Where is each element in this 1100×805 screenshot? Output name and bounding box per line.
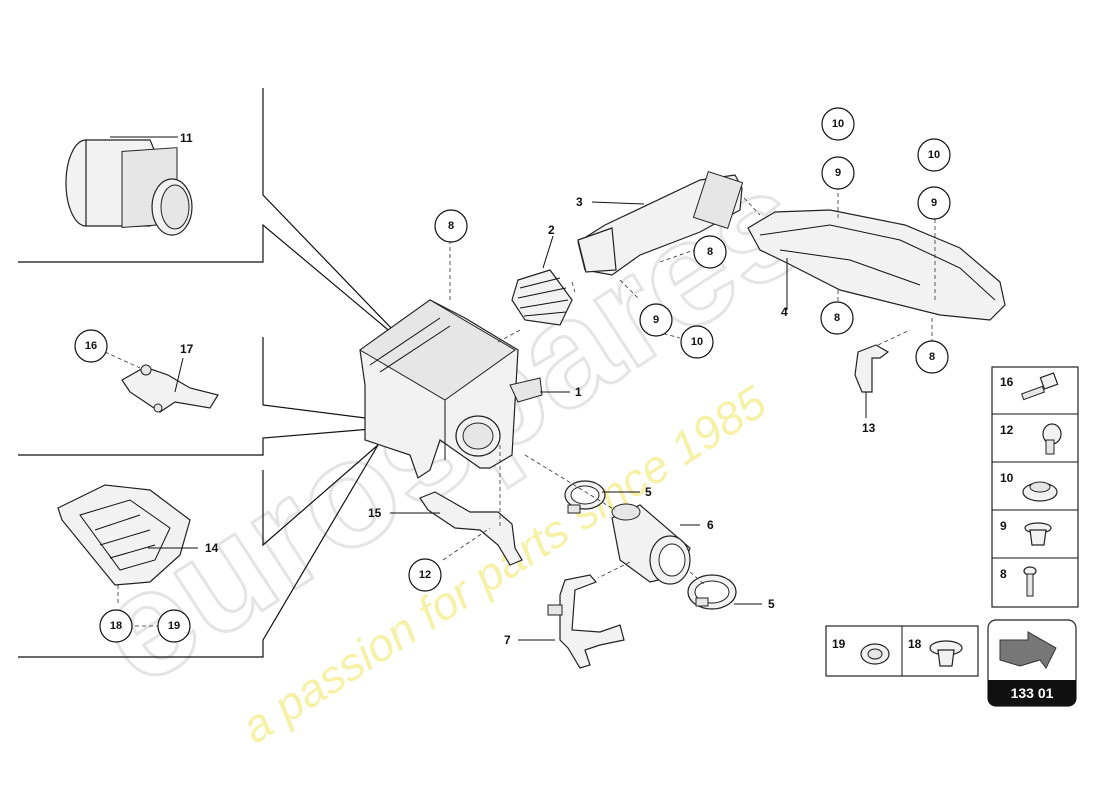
- hw-row-num: 9: [1000, 519, 1007, 533]
- air-filter-housing: [359, 299, 570, 479]
- bracket-15-part: [390, 445, 523, 566]
- part-labels: 11 2 3 4 17 1 13 5 15 6 14 5 7: [180, 131, 876, 647]
- label-15: 15: [368, 506, 382, 520]
- spacer-sleeve-icon: [1024, 522, 1052, 546]
- callout-number: 9: [835, 167, 841, 179]
- callout-number: 10: [928, 149, 940, 161]
- callout-circle: [74, 329, 108, 363]
- callout-number: 9: [653, 314, 659, 326]
- hw-row-num: 16: [1000, 375, 1014, 389]
- sensor-detail: [104, 351, 219, 413]
- hose-clamp-upper: [564, 480, 640, 514]
- label-5a: 5: [645, 485, 652, 499]
- label-2: 2: [548, 223, 555, 237]
- breather-pipe-part: [518, 561, 631, 669]
- page-code: 133 01: [1011, 685, 1054, 701]
- hose-clamp-lower: [687, 574, 762, 610]
- intake-duct-part: [571, 170, 761, 293]
- bolt-washer-icon: [1042, 423, 1062, 455]
- air-filter-detail: [65, 136, 193, 236]
- bellows-part: [497, 235, 573, 343]
- label-1: 1: [575, 385, 582, 399]
- hw-row-num: 8: [1000, 567, 1007, 581]
- cover-plate-detail: [57, 484, 198, 605]
- screw-icon: [1023, 566, 1037, 597]
- callout-number: 16: [85, 340, 97, 352]
- connector-hose-part: [524, 454, 706, 586]
- label-6: 6: [707, 518, 714, 532]
- grommet-icon: [860, 643, 890, 665]
- callout-circle: [680, 325, 714, 359]
- bracket-13-part: [854, 329, 911, 418]
- callout-circle: [157, 609, 191, 643]
- callout-number: 18: [110, 620, 122, 632]
- callout-circle: [639, 303, 673, 337]
- callout-number: 8: [448, 220, 454, 232]
- air-duct-part: [747, 188, 1006, 321]
- label-11: 11: [180, 131, 193, 145]
- callout-circle: [820, 301, 854, 335]
- hardware-table: 16 12 10 9 8: [991, 366, 1079, 608]
- grommet-cell-num: 18: [908, 637, 922, 651]
- leader-lines: [135, 240, 933, 627]
- callout-circle: [917, 186, 951, 220]
- callout-number: 8: [929, 351, 935, 363]
- callout-circle: [99, 609, 133, 643]
- callout-circle: [821, 107, 855, 141]
- callout-circle: [821, 156, 855, 190]
- callout-number: 8: [834, 312, 840, 324]
- callout-circle: [915, 340, 949, 374]
- label-7: 7: [504, 633, 511, 647]
- callout-number: 12: [419, 569, 431, 581]
- callout-number: 8: [707, 246, 713, 258]
- grommet-table: 19 18: [825, 625, 979, 677]
- bushing-icon: [1022, 481, 1058, 502]
- hw-row-num: 12: [1000, 423, 1014, 437]
- callout-circle: [408, 558, 442, 592]
- label-13: 13: [862, 421, 876, 435]
- callout-circle: [693, 235, 727, 269]
- page-badge: 133 01: [987, 619, 1077, 707]
- bolt-flange-icon: [1020, 372, 1059, 401]
- callout-circle: [917, 138, 951, 172]
- label-17: 17: [180, 342, 194, 356]
- callout-number: 10: [691, 336, 703, 348]
- grommet-cell-num: 19: [832, 637, 846, 651]
- callout-number: 9: [931, 197, 937, 209]
- arrow-icon: [999, 631, 1057, 669]
- callout-number: 19: [168, 620, 180, 632]
- label-5b: 5: [768, 597, 775, 611]
- label-3: 3: [576, 195, 583, 209]
- label-4: 4: [781, 305, 788, 319]
- flanged-grommet-icon: [929, 640, 963, 667]
- hw-row-num: 10: [1000, 471, 1014, 485]
- callout-number: 10: [832, 118, 844, 130]
- detail-frames: [18, 88, 421, 658]
- callout-circle: [434, 209, 468, 243]
- label-14: 14: [205, 541, 219, 555]
